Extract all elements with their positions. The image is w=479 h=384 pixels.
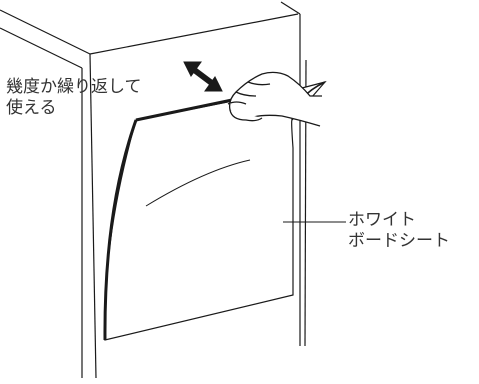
cabinet-top-edge-left-inner bbox=[0, 27, 83, 69]
cabinet-top-edge bbox=[89, 13, 299, 55]
cabinet-left-face bbox=[0, 9, 97, 379]
thumb bbox=[229, 109, 263, 122]
reuse-annotation-line2: 使える bbox=[6, 98, 57, 118]
finger-crease-2 bbox=[247, 81, 271, 86]
double-arrow-icon bbox=[183, 61, 223, 92]
arrow-head-upper bbox=[183, 61, 202, 77]
arrow-shaft bbox=[191, 66, 215, 87]
finger-tip bbox=[227, 101, 247, 105]
sheet-reflection bbox=[145, 159, 251, 207]
sheet-left-edge bbox=[103, 119, 138, 341]
reuse-annotation: 幾度か繰り返して 使える bbox=[6, 77, 142, 119]
whiteboard-sheet-label: ホワイト ボードシート bbox=[348, 210, 450, 252]
arrow-head-lower bbox=[204, 76, 223, 92]
cabinet-left-edge-inner bbox=[89, 53, 97, 379]
finger-crease-1 bbox=[235, 91, 257, 97]
hand-icon bbox=[227, 71, 322, 127]
cabinet-top-edge-left bbox=[0, 9, 91, 55]
whiteboard-sheet bbox=[103, 80, 327, 341]
sheet-top-edge bbox=[135, 98, 233, 122]
reuse-annotation-line1: 幾度か繰り返して bbox=[6, 77, 142, 97]
cabinet-top-corner bbox=[280, 1, 301, 15]
whiteboard-sheet-label-line2: ボードシート bbox=[348, 231, 450, 251]
whiteboard-sheet-label-line1: ホワイト bbox=[348, 210, 416, 230]
hand-outline bbox=[228, 71, 322, 127]
